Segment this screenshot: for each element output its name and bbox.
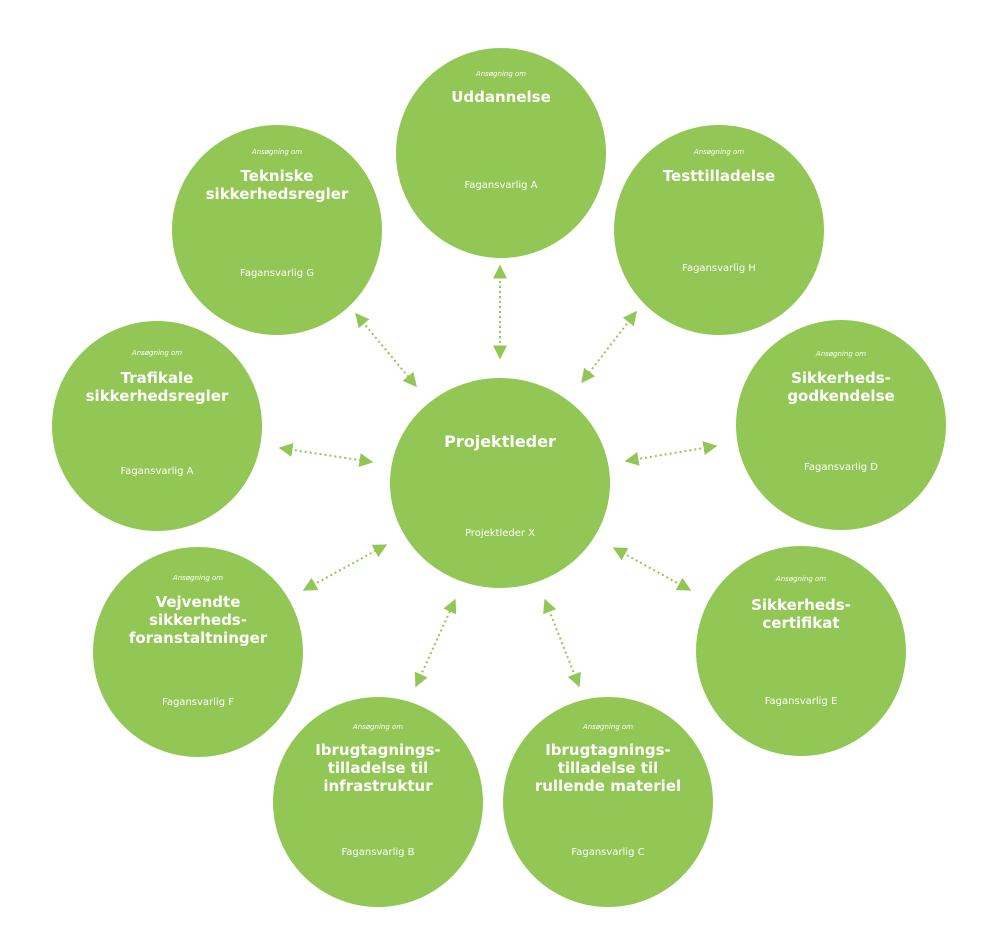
connector-arrow-7 — [302, 544, 388, 591]
node-prefix: Ansøgning om — [251, 148, 303, 156]
node-title: Tekniske sikkerhedsregler — [205, 167, 349, 203]
connector-arrow-9 — [355, 312, 417, 388]
center-owner: Projektleder X — [464, 528, 536, 539]
node-prefix: Ansøgning om — [582, 723, 634, 731]
node-title: Uddannelse — [451, 88, 551, 106]
node-title: Trafikale sikkerhedsregler — [85, 369, 229, 405]
node-owner: Fagansvarlig B — [341, 847, 415, 858]
node-owner: Fagansvarlig D — [804, 462, 878, 473]
node-tekniske: Ansøgning om Tekniske sikkerhedsregler F… — [172, 125, 382, 335]
node-owner: Fagansvarlig E — [764, 696, 838, 707]
node-vejvendte: Ansøgning om Vejvendte sikkerheds- foran… — [93, 547, 303, 757]
node-owner: Fagansvarlig A — [464, 180, 538, 191]
node-title: Sikkerheds- certifikat — [751, 596, 851, 632]
connector-arrow-4 — [612, 547, 692, 591]
connector-arrow-8 — [278, 442, 374, 468]
node-owner: Fagansvarlig A — [120, 466, 194, 477]
node-uddannelse: Ansøgning om Uddannelse Fagansvarlig A — [396, 48, 606, 258]
node-prefix: Ansøgning om — [131, 349, 183, 357]
node-prefix: Ansøgning om — [172, 574, 224, 582]
node-title: Ibrugtagnings- tilladelse til rullende m… — [534, 741, 682, 795]
node-sikkerhedsgodkendelse: Ansøgning om Sikkerheds- godkendelse Fag… — [736, 320, 946, 530]
node-owner: Fagansvarlig G — [240, 268, 314, 279]
node-owner: Fagansvarlig F — [162, 697, 234, 708]
node-testtilladelse: Ansøgning om Testtilladelse Fagansvarlig… — [614, 125, 824, 335]
node-owner: Fagansvarlig H — [682, 263, 756, 274]
node-prefix: Ansøgning om — [475, 70, 527, 78]
connector-arrow-6 — [414, 598, 457, 688]
center-node: Projektleder Projektleder X — [390, 378, 610, 588]
node-prefix: Ansøgning om — [352, 723, 404, 731]
node-prefix: Ansøgning om — [693, 148, 745, 156]
node-ibrugtagning-infrastruktur: Ansøgning om Ibrugtagnings- tilladelse t… — [273, 697, 483, 907]
connector-arrow-2 — [581, 310, 637, 384]
node-ibrugtagning-rullende: Ansøgning om Ibrugtagnings- tilladelse t… — [503, 697, 713, 907]
node-sikkerhedscertifikat: Ansøgning om Sikkerheds- certifikat Faga… — [696, 546, 906, 756]
node-prefix: Ansøgning om — [775, 575, 827, 583]
node-title: Sikkerheds- godkendelse — [787, 369, 895, 405]
node-title: Testtilladelse — [662, 167, 776, 185]
connector-arrow-5 — [543, 598, 581, 688]
connector-arrow-3 — [624, 441, 718, 466]
node-trafikale: Ansøgning om Trafikale sikkerhedsregler … — [52, 321, 262, 531]
node-owner: Fagansvarlig C — [571, 847, 645, 858]
node-prefix: Ansøgning om — [815, 350, 867, 358]
node-title: Ibrugtagnings- tilladelse til infrastruk… — [315, 741, 441, 795]
node-title: Vejvendte sikkerheds- foranstaltninger — [128, 593, 268, 647]
center-title: Projektleder — [444, 432, 556, 451]
